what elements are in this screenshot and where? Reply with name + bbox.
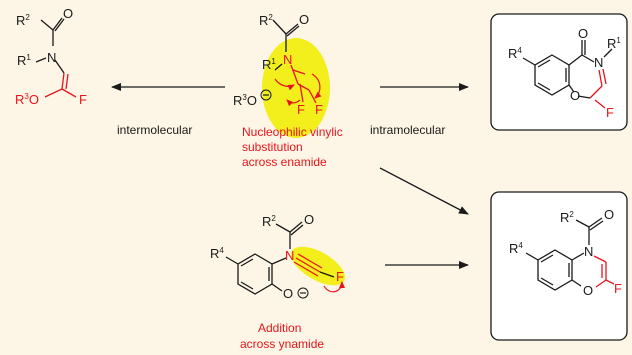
svg-text:N: N — [283, 52, 292, 67]
label-nucleophilic-vinylic: Nucleophilic vinylic — [242, 125, 343, 139]
benzoxazepinone-bonds — [522, 40, 613, 109]
enamide-bonds — [272, 19, 317, 104]
svg-text:R2: R2 — [560, 210, 574, 225]
benzoxazepinone-atoms: R4 O N R1 O F — [508, 26, 621, 120]
svg-text:R4: R4 — [508, 46, 522, 61]
arrow-diagonal — [379, 167, 469, 215]
svg-text:F: F — [614, 281, 622, 296]
label-across-ynamide: across ynamide — [240, 337, 324, 351]
product-acyclic-atoms: R2 O R1 N R3O F — [15, 6, 87, 107]
svg-text:O: O — [604, 207, 614, 222]
alkoxide-charge — [260, 89, 272, 101]
svg-text:O: O — [583, 283, 593, 298]
enamide-curved-arrows — [274, 73, 322, 107]
label-across-enamide: across enamide — [242, 155, 327, 169]
svg-text:R1: R1 — [607, 36, 621, 51]
product-acyclic-enamide — [35, 17, 77, 98]
svg-text:O: O — [283, 286, 293, 301]
label-intramolecular: intramolecular — [370, 123, 445, 137]
svg-text:R4: R4 — [210, 246, 224, 261]
benzoxazine-bonds — [525, 217, 615, 291]
svg-text:F: F — [336, 269, 344, 284]
label-intermolecular: intermolecular — [117, 123, 192, 137]
product-box-benzoxazepinone — [490, 13, 628, 131]
enamide-highlight — [262, 38, 330, 138]
svg-text:O: O — [578, 26, 588, 41]
svg-text:R2: R2 — [16, 13, 30, 28]
svg-text:F: F — [297, 102, 305, 117]
svg-text:O: O — [299, 12, 309, 27]
svg-text:O: O — [304, 212, 314, 227]
svg-text:N: N — [285, 248, 294, 263]
svg-text:R2: R2 — [262, 214, 276, 229]
svg-text:F: F — [606, 105, 614, 120]
label-addition: Addition — [258, 321, 301, 335]
ynamide-bonds — [225, 221, 335, 295]
ynamide-atoms: R4 R2 O N F O — [210, 212, 344, 301]
svg-text:R3O: R3O — [233, 93, 257, 108]
svg-text:N: N — [594, 55, 603, 70]
benzoxazine-atoms: R4 R2 O N O F — [509, 207, 622, 298]
svg-text:R1: R1 — [17, 53, 31, 68]
ynamide-curved-arrow — [323, 281, 345, 293]
product-box-benzoxazine — [490, 191, 628, 341]
svg-text:R4: R4 — [509, 241, 523, 256]
svg-text:R1: R1 — [262, 57, 276, 72]
svg-text:R2: R2 — [259, 13, 273, 28]
svg-text:O: O — [570, 88, 580, 103]
svg-text:N: N — [584, 244, 593, 259]
label-substitution: substitution — [242, 140, 303, 154]
enamide-atoms: R2 O R1 N F F R3O — [233, 12, 323, 117]
svg-text:F: F — [79, 92, 87, 107]
svg-text:N: N — [47, 50, 56, 65]
svg-text:F: F — [315, 102, 323, 117]
svg-text:O: O — [63, 6, 73, 21]
phenoxide-charge — [297, 287, 309, 299]
svg-text:R3O: R3O — [15, 92, 39, 107]
